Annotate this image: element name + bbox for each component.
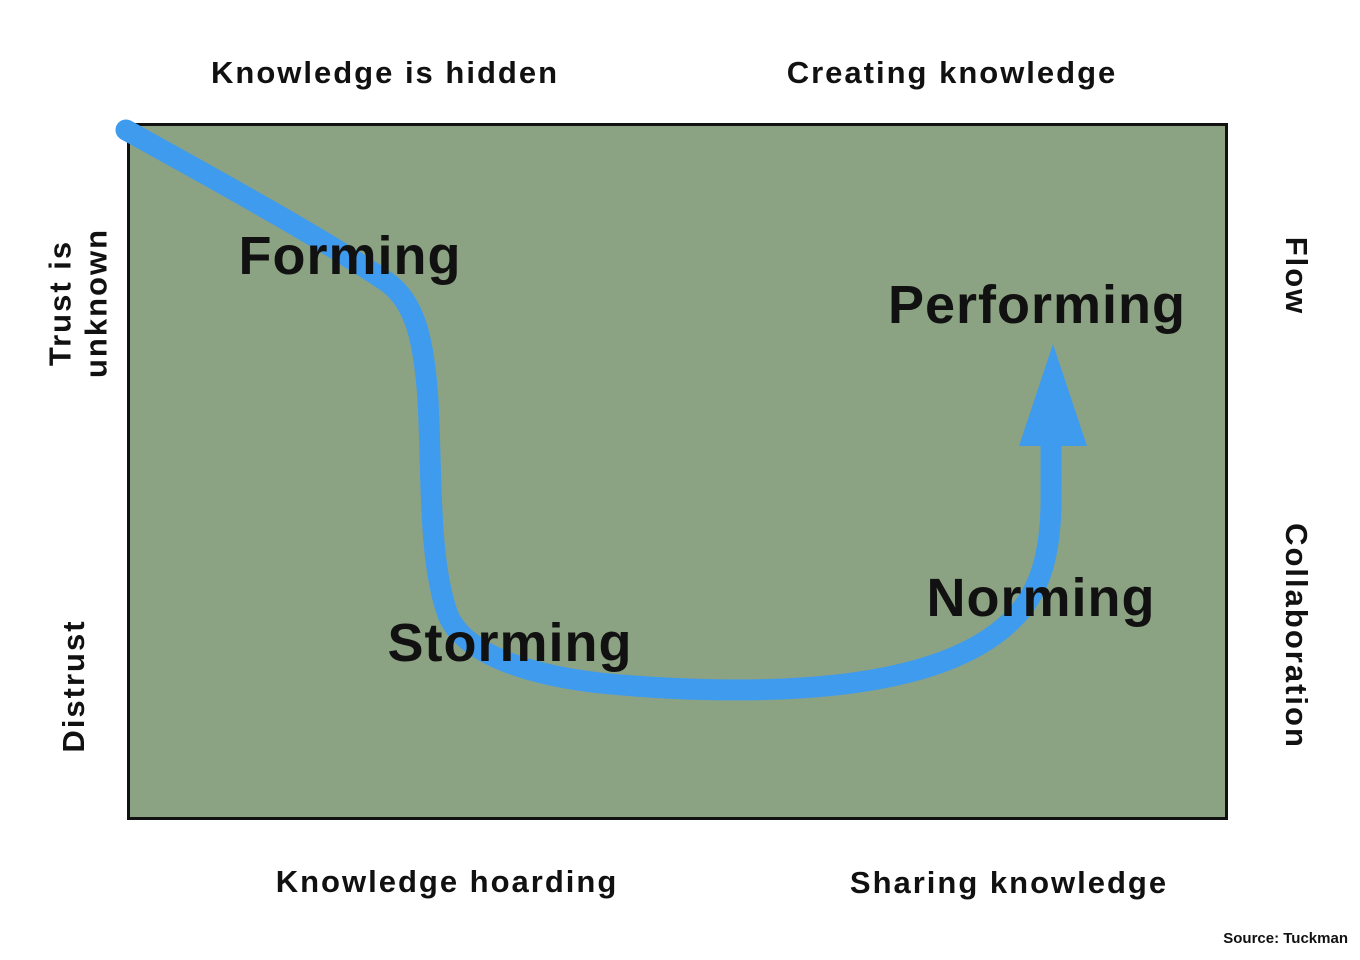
right-label-flow: Flow — [1279, 236, 1314, 316]
source-credit: Source: Tuckman — [1223, 930, 1348, 947]
stage-performing: Performing — [887, 275, 1187, 335]
top-label-creating-knowledge: Creating knowledge — [786, 55, 1118, 90]
stage-forming: Forming — [238, 226, 462, 286]
right-label-collaboration: Collaboration — [1279, 523, 1314, 749]
stage-storming: Storming — [387, 613, 633, 673]
left-label-trust-is-unknown: Trust is unknown — [42, 227, 113, 379]
bottom-label-knowledge-hoarding: Knowledge hoarding — [275, 864, 619, 899]
left-label-distrust: Distrust — [56, 619, 92, 753]
top-label-knowledge-is-hidden: Knowledge is hidden — [210, 55, 560, 90]
bottom-label-sharing-knowledge: Sharing knowledge — [849, 865, 1169, 900]
stage-norming: Norming — [926, 568, 1156, 628]
